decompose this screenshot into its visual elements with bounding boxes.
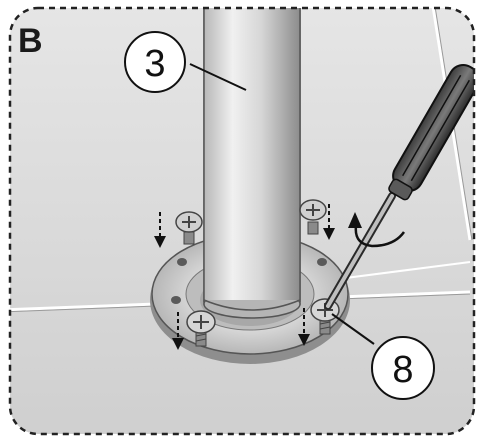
- screw-top-right: [299, 199, 327, 235]
- screw-bottom-left: [186, 310, 216, 347]
- callout-pole: 3: [124, 31, 186, 93]
- floor-seam-line-2: [329, 261, 471, 281]
- down-arrow-icon: [154, 212, 166, 248]
- down-arrow-icon: [298, 308, 310, 346]
- screwdriver-icon: [324, 64, 474, 310]
- step-frame: [8, 6, 476, 436]
- callout-pole-label: 3: [144, 43, 165, 85]
- leader-line-screw: [331, 313, 375, 345]
- rotation-arrow-icon: [348, 212, 406, 248]
- down-arrow-icon: [172, 312, 184, 350]
- screw-top-left: [175, 211, 203, 245]
- pole: [203, 8, 301, 319]
- step-letter: B: [18, 22, 43, 60]
- callout-screw-label: 8: [392, 349, 413, 391]
- callout-screw: 8: [371, 336, 435, 400]
- leader-line-pole: [189, 63, 247, 91]
- down-arrow-icon: [323, 204, 335, 240]
